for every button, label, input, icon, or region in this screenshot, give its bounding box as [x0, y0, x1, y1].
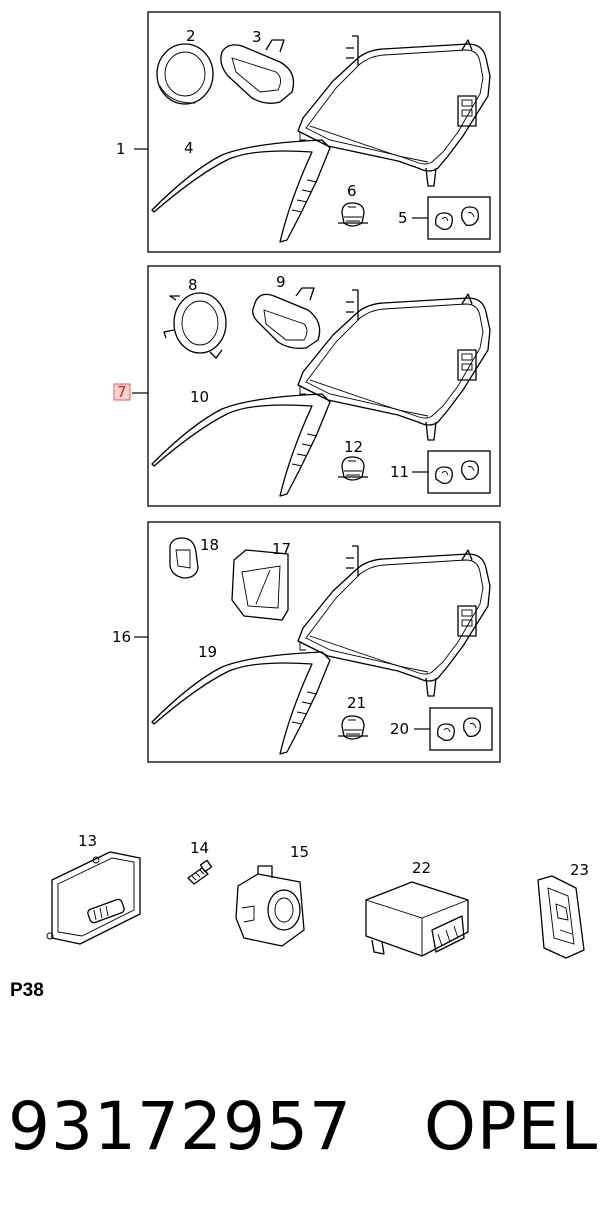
- callout-label[interactable]: 7: [117, 383, 127, 401]
- callout-label[interactable]: 4: [184, 139, 194, 157]
- part-number-line: 93172957 OPEL: [8, 1088, 598, 1165]
- part-ring: [156, 43, 214, 105]
- part-ignitor-housing: [235, 865, 305, 947]
- part-mounting-bracket: [537, 875, 585, 959]
- part-ballast-module: [46, 851, 141, 945]
- callout-label[interactable]: 21: [347, 694, 366, 712]
- assembly-group-7: 7 8 9 10 12 11: [113, 265, 501, 507]
- assembly-frame-7: [147, 265, 501, 507]
- assembly-frame-16: [147, 521, 501, 763]
- callout-label[interactable]: 6: [347, 182, 357, 200]
- callout-label[interactable]: 12: [344, 438, 363, 456]
- highlight-marker: [113, 383, 131, 401]
- part-housing: [231, 549, 289, 621]
- part-screw: [187, 859, 213, 885]
- part-small-bracket: [169, 537, 199, 579]
- part-shroud: [252, 287, 321, 350]
- brand-name: OPEL: [423, 1088, 599, 1165]
- callout-label[interactable]: 1: [116, 140, 126, 158]
- callout-label[interactable]: 20: [390, 720, 409, 738]
- callout-label[interactable]: 2: [186, 27, 196, 45]
- callout-label[interactable]: 22: [412, 859, 431, 877]
- callout-label[interactable]: 14: [190, 839, 209, 857]
- callout-label[interactable]: 8: [188, 276, 198, 294]
- callout-label[interactable]: 9: [276, 273, 286, 291]
- parts-diagram: 1 2 3 4 6 5 7: [46, 11, 589, 959]
- callout-label[interactable]: 3: [252, 28, 262, 46]
- callout-label[interactable]: 10: [190, 388, 209, 406]
- section-code: P38: [10, 980, 44, 1001]
- callout-label[interactable]: 5: [398, 209, 408, 227]
- part-control-unit: [365, 881, 469, 957]
- assembly-group-16: 16 18 17 19 21 20: [112, 521, 501, 763]
- callout-label[interactable]: 16: [112, 628, 131, 646]
- callout-label[interactable]: 17: [272, 540, 291, 558]
- callout-label[interactable]: 18: [200, 536, 219, 554]
- part-adapter-ring: [163, 292, 227, 359]
- part-number: 93172957: [8, 1088, 352, 1165]
- callout-label[interactable]: 15: [290, 843, 309, 861]
- callout-label[interactable]: 13: [78, 832, 97, 850]
- assembly-group-1: 1 2 3 4 6 5: [116, 11, 501, 253]
- assembly-frame-1: [147, 11, 501, 253]
- callout-label[interactable]: 23: [570, 861, 589, 879]
- callout-label[interactable]: 19: [198, 643, 217, 661]
- callout-label[interactable]: 11: [390, 463, 409, 481]
- part-shroud: [220, 39, 295, 104]
